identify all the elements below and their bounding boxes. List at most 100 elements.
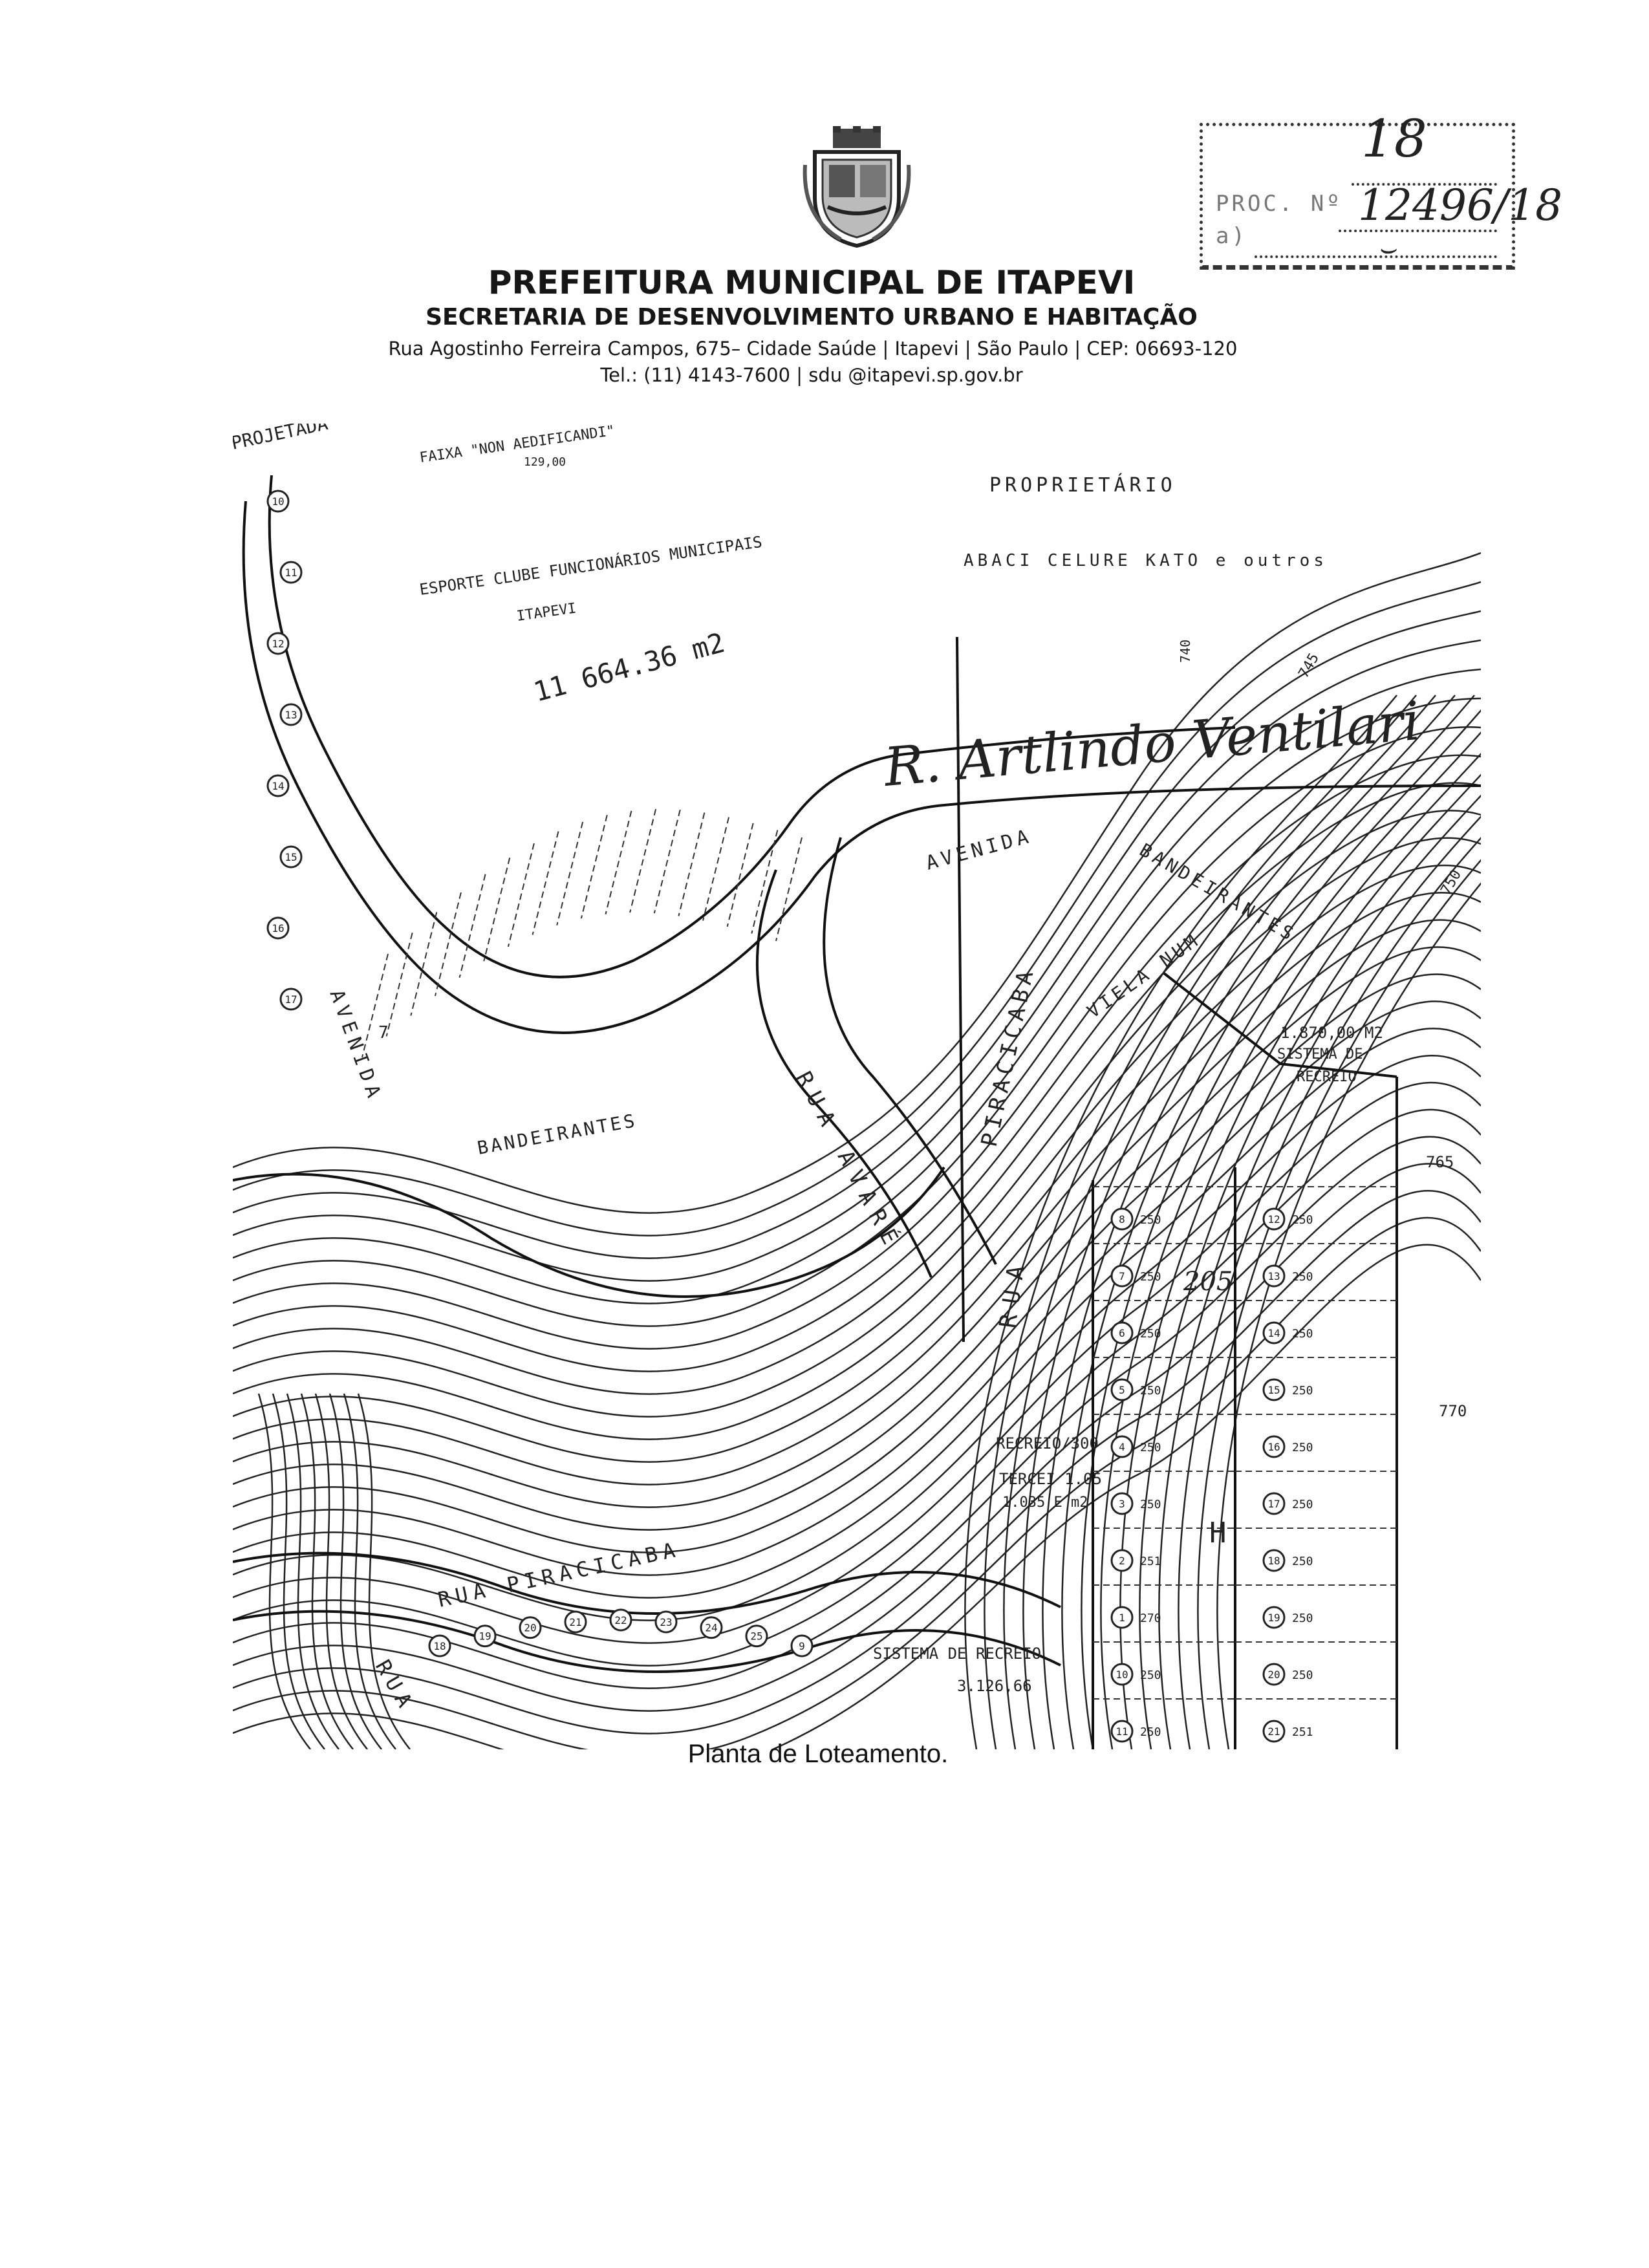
contour-line <box>233 639 1481 1282</box>
lot-number-circle <box>1110 1264 1134 1288</box>
lot-number: 6 <box>1119 1327 1125 1339</box>
lot-number-circle <box>1262 1492 1286 1515</box>
contour-line <box>357 1393 411 1749</box>
contour-line <box>233 1136 1481 1689</box>
signed-label: a) <box>1216 223 1247 249</box>
lot-marker: 4 250 <box>1110 1435 1161 1458</box>
contour-line <box>233 1216 1481 1749</box>
contour-line <box>233 1163 1481 1712</box>
lot-number: 9 <box>799 1640 805 1652</box>
contour-line <box>233 919 1481 1508</box>
lot-divider <box>483 858 511 962</box>
lot-marker: 25 <box>745 1625 768 1648</box>
lot-number: 18 <box>1267 1555 1280 1567</box>
lot-number-circle <box>1110 1378 1134 1401</box>
lot-area: 250 <box>1140 1270 1161 1284</box>
coat-of-arms-logo <box>802 126 912 249</box>
contour-line <box>1139 794 1481 1749</box>
lot-number: 16 <box>1267 1441 1280 1453</box>
page-number-handwritten: 18 <box>1361 109 1427 169</box>
avenida-bandeirantes-inner-edge <box>268 475 1236 978</box>
label-bandeirantes-low: BANDEIRANTES <box>475 1110 638 1159</box>
protocol-stamp: 18 PROC. Nº 12496/18 a) ⌣ <box>1200 113 1562 270</box>
contour-line <box>1042 695 1475 1749</box>
contour-line <box>233 668 1481 1304</box>
label-avenida-left: AVENIDA <box>325 987 386 1105</box>
lot-number-circle <box>1110 1663 1134 1686</box>
lot-number-circle <box>609 1608 632 1632</box>
proc-number-handwritten: 12496/18 <box>1358 180 1563 230</box>
contour-line <box>1081 731 1481 1749</box>
lot-area: 250 <box>1140 1441 1161 1454</box>
lot-number: 4 <box>1119 1441 1125 1453</box>
lot-number-circle <box>1110 1321 1134 1345</box>
lot-number: 16 <box>272 922 284 934</box>
department-subtitle: SECRETARIA DE DESENVOLVIMENTO URBANO E H… <box>426 304 1198 330</box>
lot-number: 7 <box>1119 1270 1125 1282</box>
lot-area: 270 <box>1140 1612 1161 1625</box>
contour-line <box>314 1393 368 1749</box>
lot-number: 24 <box>705 1622 717 1634</box>
lot-divider <box>434 892 462 997</box>
rua-piracicaba-edge-top <box>233 1551 1061 1615</box>
label-club: ESPORTE CLUBE FUNCIONÁRIOS MUNICIPAIS <box>418 532 763 599</box>
signature-mark: ⌣ <box>1377 232 1396 265</box>
contour-line <box>233 1028 1481 1599</box>
lot-number-circle <box>1262 1378 1286 1401</box>
contour-line <box>1003 695 1436 1749</box>
lot-marker: 13 <box>279 703 303 726</box>
contour-line <box>233 892 1481 1485</box>
lot-marker: 9 <box>790 1634 814 1658</box>
label-quadra-205: 205 <box>1183 1267 1233 1297</box>
lot-number-circle <box>1262 1663 1286 1686</box>
label-quadra-h: H <box>1209 1517 1227 1550</box>
lot-area: 250 <box>1292 1213 1313 1227</box>
lot-marker: 24 <box>700 1616 723 1639</box>
contour-line <box>233 1054 1481 1621</box>
lot-marker: 19 <box>473 1625 497 1648</box>
lot-number-circle <box>1262 1207 1286 1231</box>
page-title: PREFEITURA MUNICIPAL DE ITAPEVI <box>488 264 1136 301</box>
lot-area: 250 <box>1292 1498 1313 1511</box>
contour-line <box>233 610 1481 1259</box>
lot-divider <box>775 837 803 942</box>
contour-line <box>233 946 1481 1531</box>
lot-number: 5 <box>1119 1384 1125 1396</box>
lot-divider <box>702 817 730 921</box>
handwritten-street-name: R. Artlindo Ventilari <box>880 691 1422 799</box>
label-recreio: RECREIO <box>1297 1069 1357 1085</box>
label-club-area: 11 664.36 m2 <box>530 627 728 708</box>
contour-line <box>1216 882 1481 1749</box>
lot-marker: 12 <box>266 632 290 655</box>
quadra-7-marker: 7 <box>378 1023 389 1042</box>
lot-number-circle <box>279 703 303 726</box>
lot-marker: 7 250 <box>1110 1264 1161 1288</box>
label-terceiro-area: 1.035 E m2 <box>1002 1495 1088 1511</box>
lot-marker: 23 <box>654 1610 678 1634</box>
contour-line <box>233 1108 1481 1667</box>
lot-divider <box>532 831 559 935</box>
avenida-bandeirantes-outer-edge <box>242 501 1481 1034</box>
lot-number: 21 <box>1267 1725 1280 1738</box>
label-bandeirantes-top: BANDEIRANTES <box>1136 839 1300 946</box>
lot-number: 10 <box>272 495 284 508</box>
lot-number: 22 <box>614 1614 627 1626</box>
contour-line <box>300 1393 354 1749</box>
contour-line <box>257 1393 311 1749</box>
lot-marker: 22 <box>609 1608 632 1632</box>
lot-number: 19 <box>479 1630 491 1643</box>
lot-number-circle <box>428 1634 451 1658</box>
lot-number-circle <box>1110 1606 1134 1629</box>
label-terceiro: TERCEI 1.05 <box>999 1470 1102 1488</box>
lot-divider <box>580 814 608 919</box>
lot-number: 11 <box>285 567 297 579</box>
rua-piracicaba-edge-bottom <box>233 1610 1061 1673</box>
lot-number: 12 <box>1267 1213 1280 1226</box>
lot-area: 250 <box>1292 1270 1313 1284</box>
lot-marker: 21 <box>564 1610 587 1634</box>
